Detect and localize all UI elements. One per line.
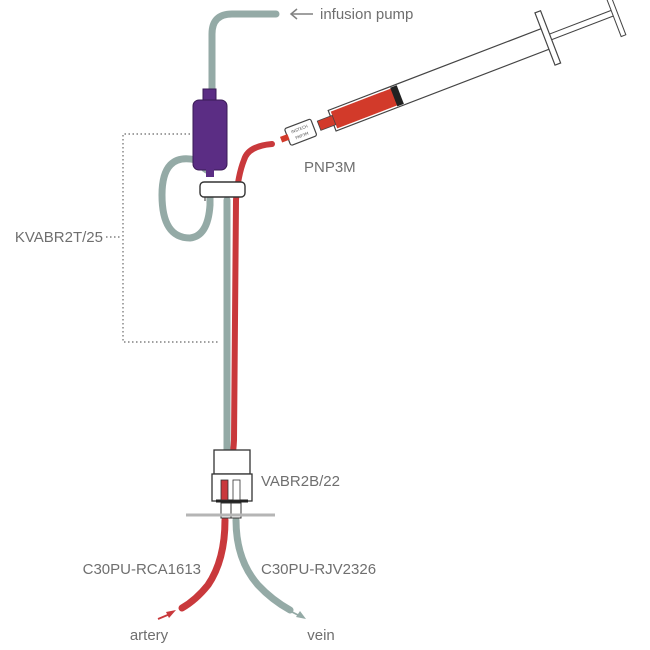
label-vein: vein (307, 627, 335, 644)
artery-arrow (157, 610, 176, 620)
connector-body (284, 118, 317, 146)
arterial-port (220, 479, 229, 501)
label-kvabr2t: KVABR2T/25 (15, 229, 103, 246)
swivel-bottom-neck (206, 169, 214, 177)
infusion-line-tube (208, 10, 280, 96)
swivel-top-cap (202, 88, 217, 102)
syringe-nozzle (316, 114, 337, 131)
swivel (192, 88, 228, 177)
connector-marking-line1: INSTECH (290, 123, 308, 134)
tether-loop-tube (158, 155, 214, 242)
label-arterial-catheter: C30PU-RCA1613 (83, 561, 201, 578)
label-artery: artery (130, 627, 169, 644)
arterial-catheter-tube (178, 516, 229, 612)
kvabr2t-bracket (122, 133, 218, 343)
label-vabr2b: VABR2B/22 (261, 473, 340, 490)
vein-arrow (287, 609, 306, 619)
syringe-plunger-thumb (602, 0, 627, 38)
venous-port (232, 479, 241, 501)
connector-marking-line2: PNP3M (295, 130, 310, 140)
adapter-lower-block (211, 473, 253, 502)
button-adapter (186, 449, 275, 519)
venous-catheter-tube (232, 516, 294, 614)
syringe-stopper (390, 85, 404, 107)
syringe (316, 0, 627, 132)
infusion-pump-arrow (289, 8, 313, 20)
syringe-blood (330, 87, 399, 129)
label-venous-catheter: C30PU-RJV2326 (261, 561, 376, 578)
adapter-upper-block (213, 449, 251, 475)
label-pnp3m: PNP3M (304, 159, 356, 176)
swivel-body (192, 99, 228, 171)
syringe-flange (534, 9, 562, 66)
tether-clip (199, 181, 246, 198)
pnp3m-connector: INSTECH PNP3M (279, 118, 317, 146)
label-infusion-pump: infusion pump (320, 6, 413, 23)
